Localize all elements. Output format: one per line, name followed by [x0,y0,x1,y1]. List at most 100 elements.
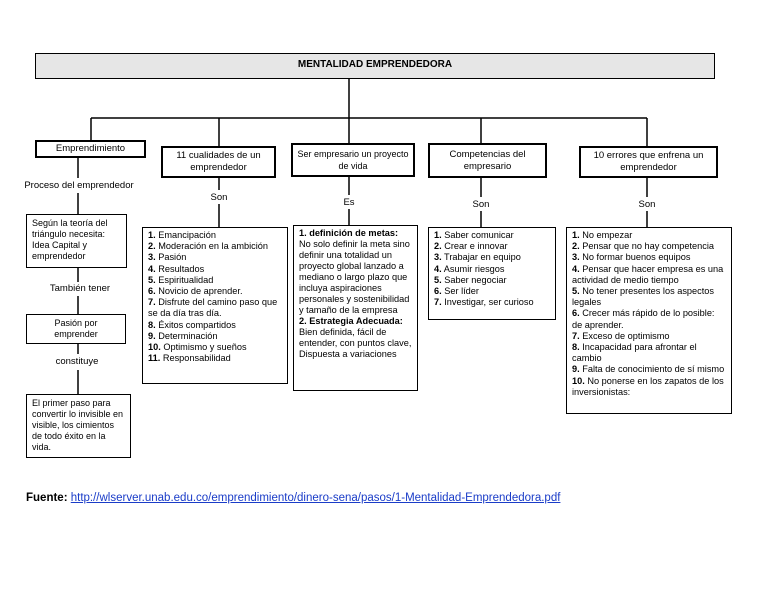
item-number: 2. [572,241,580,252]
item-number: 4. [572,263,580,274]
item-number: 5. [572,286,580,297]
pasion-box: Pasión por emprender [26,314,126,344]
item-number: 6. [572,308,580,319]
item-text: Trabajar en equipo [441,252,521,263]
item-number: 4. [148,263,156,274]
item-text: No solo definir la meta sino definir una… [299,239,410,315]
item-text: Pensar que hacer empresa es una activida… [572,263,724,285]
list-item: 5. No tener presentes los aspectos legal… [572,286,726,308]
item-text: No formar buenos equipos [579,252,691,263]
item-number: 6. [434,286,442,297]
tambien-tener-label: También tener [49,283,111,294]
item-text: Novicio de aprender. [155,286,243,297]
item-number: 2. [148,241,156,252]
list-item: 8. Incapacidad para afrontar el cambio [572,342,726,364]
item-text: Pasión [155,252,187,263]
errores-header: 10 errores que enfrena un emprendedor [579,146,718,178]
item-text: Ser líder [441,286,479,297]
list-item: 6. Ser líder [434,286,550,297]
list-item: 7. Disfrute del camino paso que se da dí… [148,297,282,319]
item-number: 2. [434,241,442,252]
list-item: 5. Saber negociar [434,275,550,286]
list-item: 2. Pensar que no hay competencia [572,241,726,252]
item-number: 4. [434,263,442,274]
diagram-title: MENTALIDAD EMPRENDEDORA [35,53,715,79]
item-number: 7. [148,297,156,308]
list-item: 3. Pasión [148,252,282,263]
source-footer: Fuente: http://wlserver.unab.edu.co/empr… [26,492,560,504]
item-text: Investigar, ser curioso [441,297,534,308]
item-number: 1. [148,230,156,240]
item-number: 1. [434,230,442,240]
item-text: Disfrute del camino paso que se da día t… [148,297,278,319]
item-number: 10. [148,342,161,353]
list-item: 7. Exceso de optimismo [572,331,726,342]
cualidades-son-label: Son [210,192,228,203]
item-number: 3. [434,252,442,263]
errores-son-label: Son [638,199,656,210]
list-item: 6. Novicio de aprender. [148,286,282,297]
proyecto-vida-header: Ser empresario un proyecto de vida [291,143,415,177]
constituye-label: constituye [55,356,99,367]
proceso-label: Proceso del emprendedor [24,180,134,191]
item-text: Determinación [155,330,218,341]
item-number: 3. [148,252,156,263]
item-number: 9. [148,330,156,341]
item-number: 3. [572,252,580,263]
source-link[interactable]: http://wlserver.unab.edu.co/emprendimien… [70,492,561,504]
item-text: Falta de conocimiento de sí mismo [579,364,725,375]
item-text: Optimismo y sueños [160,342,247,353]
item-text: No tener presentes los aspectos legales [572,286,714,308]
item-number: 8. [148,319,156,330]
item-text: Bien definida, fácil de entender, con pu… [299,327,412,359]
list-item: 3. No formar buenos equipos [572,252,726,263]
source-label: Fuente: [26,492,68,504]
item-text: Incapacidad para afrontar el cambio [572,342,697,364]
item-text: Crear e innovar [441,241,508,252]
proyecto-list: 1. definición de metas: No solo definir … [293,225,418,391]
item-number: 7. [434,297,442,308]
item-number: 9. [572,364,580,375]
item-text: Saber negociar [441,274,507,285]
item-number: 1. [572,230,580,240]
item-text: No ponerse en los zapatos de los inversi… [572,375,724,397]
emprendimiento-header: Emprendimiento [35,140,146,158]
competencias-header: Competencias del empresario [428,143,547,178]
item-text: Asumir riesgos [441,263,505,274]
list-item: 2. Moderación en la ambición [148,241,282,252]
list-item: 2. Estrategia Adecuada: Bien definida, f… [299,316,412,360]
item-text: Crecer más rápido de lo posible: de apre… [572,308,715,330]
cualidades-header: 11 cualidades de un emprendedor [161,146,276,178]
item-number: 11. [148,353,161,364]
list-item: 1. Emancipación [148,230,282,241]
item-text: Éxitos compartidos [155,319,236,330]
item-number: 8. [572,342,580,353]
item-text: Exceso de optimismo [579,330,670,341]
triangulo-box: Según la teoría del triángulo necesita: … [26,214,127,268]
list-item: 5. Espiritualidad [148,275,282,286]
list-item: 4. Pensar que hacer empresa es una activ… [572,264,726,286]
item-number: 7. [572,330,580,341]
item-text: Saber comunicar [441,230,514,240]
item-number: 5. [148,274,156,285]
item-heading: 2. Estrategia Adecuada: [299,316,403,326]
list-item: 11. Responsabilidad [148,353,282,364]
item-text: Pensar que no hay competencia [579,241,714,252]
item-heading: 1. definición de metas: [299,228,399,238]
item-text: Emancipación [155,230,216,240]
list-item: 10. No ponerse en los zapatos de los inv… [572,376,726,398]
list-item: 1. Saber comunicar [434,230,550,241]
list-item: 9. Determinación [148,331,282,342]
list-item: 4. Asumir riesgos [434,264,550,275]
list-item: 9. Falta de conocimiento de sí mismo [572,364,726,375]
item-number: 6. [148,286,156,297]
list-item: 10. Optimismo y sueños [148,342,282,353]
item-text: Responsabilidad [160,353,231,364]
list-item: 1. definición de metas: No solo definir … [299,228,412,316]
list-item: 6. Crecer más rápido de lo posible: de a… [572,308,726,330]
item-text: No empezar [579,230,633,240]
